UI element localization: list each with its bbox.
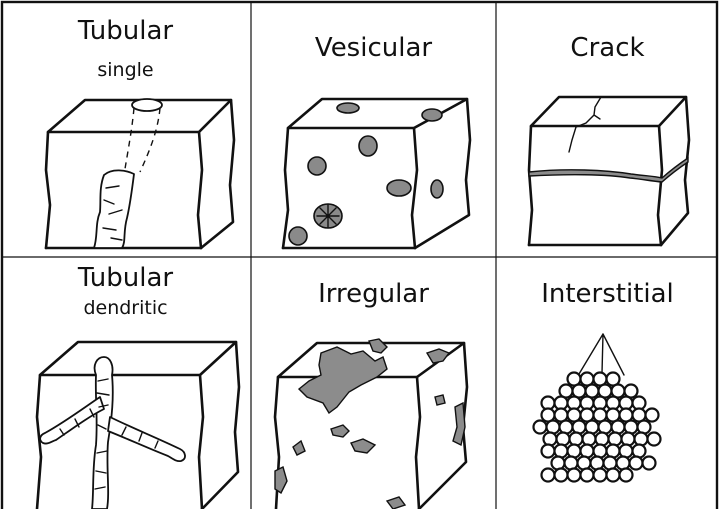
grain — [646, 409, 659, 422]
grain — [581, 445, 594, 458]
grain — [552, 457, 565, 470]
grain — [555, 445, 568, 458]
cell-tubular-single: Tubular single — [0, 0, 251, 257]
tubular-dendritic-block-illustration — [0, 257, 251, 509]
grain — [557, 433, 570, 446]
grain — [630, 457, 643, 470]
grain — [568, 445, 581, 458]
grain — [547, 421, 560, 434]
grain — [625, 421, 638, 434]
grain — [578, 457, 591, 470]
grain — [599, 421, 612, 434]
grain — [542, 445, 555, 458]
grain — [544, 433, 557, 446]
interstitial-grain-pack-illustration — [496, 257, 719, 509]
grain — [542, 469, 555, 482]
cell-tubular-dendritic: Tubular dendritic — [0, 257, 251, 509]
cell-interstitial: Interstitial — [496, 257, 719, 509]
grain — [594, 445, 607, 458]
grain — [568, 469, 581, 482]
cell-vesicular: Vesicular — [251, 0, 496, 257]
grain — [570, 433, 583, 446]
grain — [573, 421, 586, 434]
grain — [617, 457, 630, 470]
grain — [648, 433, 661, 446]
grain — [581, 469, 594, 482]
grain — [604, 457, 617, 470]
grain — [622, 433, 635, 446]
vesicular-block-illustration — [251, 0, 496, 257]
grain — [620, 445, 633, 458]
grain — [609, 433, 622, 446]
grain — [633, 445, 646, 458]
tubular-single-block-illustration — [0, 0, 251, 257]
grain — [583, 433, 596, 446]
cell-irregular: Irregular — [251, 257, 496, 509]
grain — [620, 469, 633, 482]
grain — [534, 421, 547, 434]
grain — [635, 433, 648, 446]
crack-block-illustration — [496, 0, 719, 257]
grain — [594, 469, 607, 482]
grain — [638, 421, 651, 434]
grain — [565, 457, 578, 470]
grain — [560, 421, 573, 434]
grain — [607, 469, 620, 482]
grain — [586, 421, 599, 434]
cell-crack: Crack — [496, 0, 719, 257]
grain — [643, 457, 656, 470]
irregular-block-illustration — [251, 257, 496, 509]
grain — [612, 421, 625, 434]
grain — [591, 457, 604, 470]
grain — [607, 445, 620, 458]
grain — [555, 469, 568, 482]
grain — [596, 433, 609, 446]
grain-pack — [534, 373, 661, 482]
